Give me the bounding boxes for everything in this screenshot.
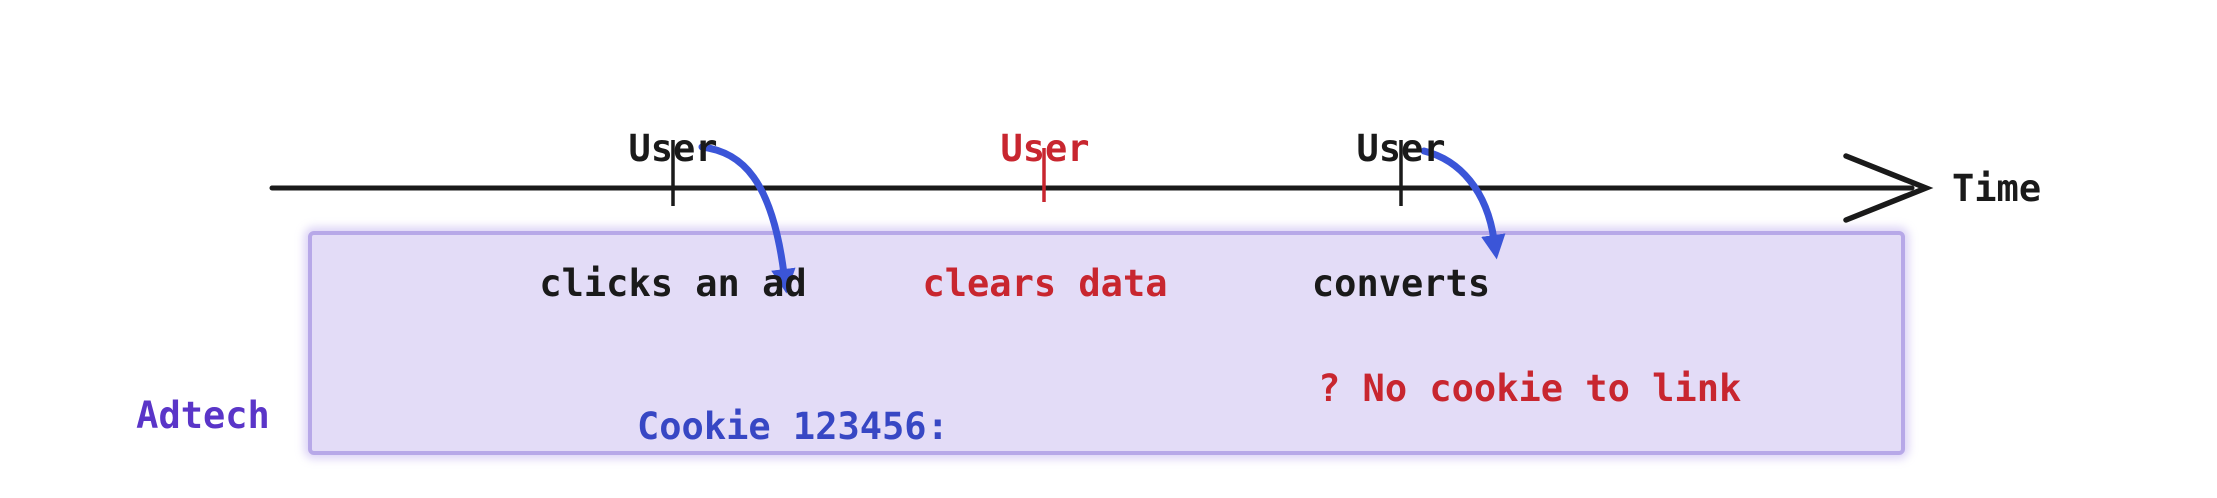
warning-line1: ? No cookie to link xyxy=(1318,367,1742,410)
event-label-line2: clicks an ad xyxy=(539,262,807,305)
event-label-line1: User xyxy=(628,127,718,170)
no-conversion-warning-note: ? No cookie to link this conversion to ⇒… xyxy=(1318,276,1741,498)
event-label-user-clears-data: User clears data xyxy=(825,36,1265,396)
event-label-user-clicks-ad: User clicks an ad xyxy=(453,36,893,396)
adtech-server-box xyxy=(308,231,1905,455)
time-axis-label: Time xyxy=(1952,167,2042,210)
server-label-line1: Adtech xyxy=(136,394,270,437)
event-label-user-converts: User converts xyxy=(1181,36,1621,396)
cookie-logged-note: Cookie 123456: Ad clicked xyxy=(637,304,949,498)
cookie-note-line1: Cookie 123456: xyxy=(637,405,949,448)
event-label-line1: User xyxy=(1356,127,1446,170)
adtech-server-label: Adtech server xyxy=(95,291,311,498)
event-label-line2: converts xyxy=(1311,262,1491,305)
event-label-line2: clears data xyxy=(922,262,1168,305)
event-label-line1: User xyxy=(1000,127,1090,170)
timeline-arrowhead-icon xyxy=(1843,153,1934,223)
